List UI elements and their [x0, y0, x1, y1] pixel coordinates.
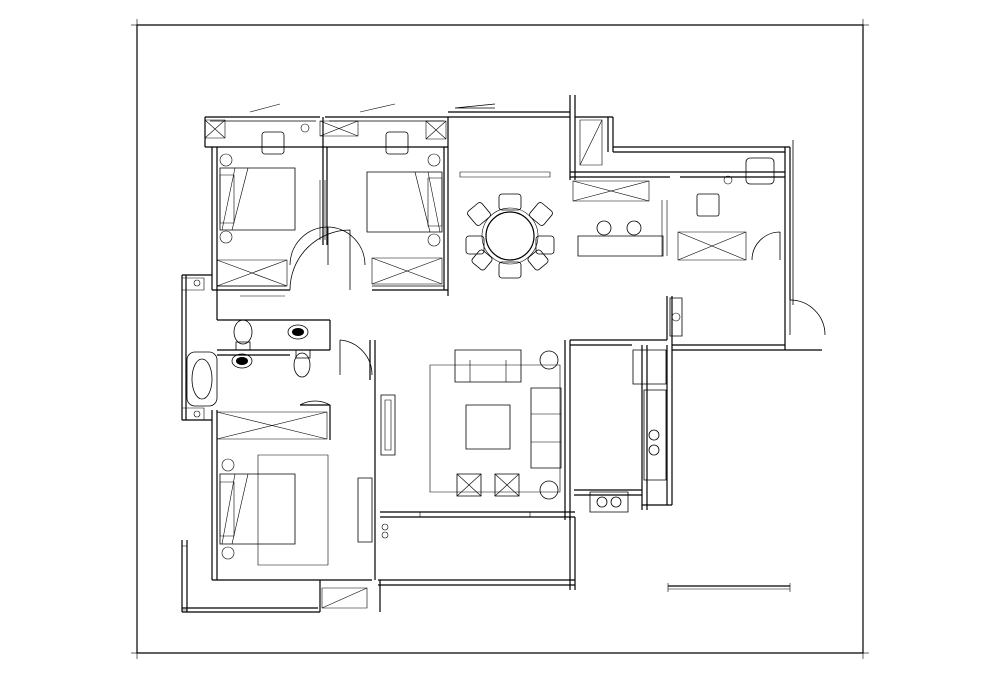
bed-top-middle: [367, 154, 442, 246]
scale-bar: [668, 583, 790, 592]
sheet-border: [131, 19, 869, 659]
bathtub: [187, 352, 217, 406]
wardrobes: [217, 181, 746, 439]
study-desk: [578, 200, 667, 256]
doors: [290, 227, 825, 405]
toilets-sinks: [194, 280, 310, 417]
dining-table: [466, 194, 554, 278]
windows: [182, 104, 602, 610]
kitchen-counters: [590, 298, 682, 512]
walls: [182, 95, 822, 612]
desk-chairs: [262, 124, 774, 240]
entry-misc: [240, 296, 388, 560]
living-set: [358, 350, 561, 542]
bed-bottom: [220, 455, 328, 565]
bed-top-left: [220, 154, 295, 243]
